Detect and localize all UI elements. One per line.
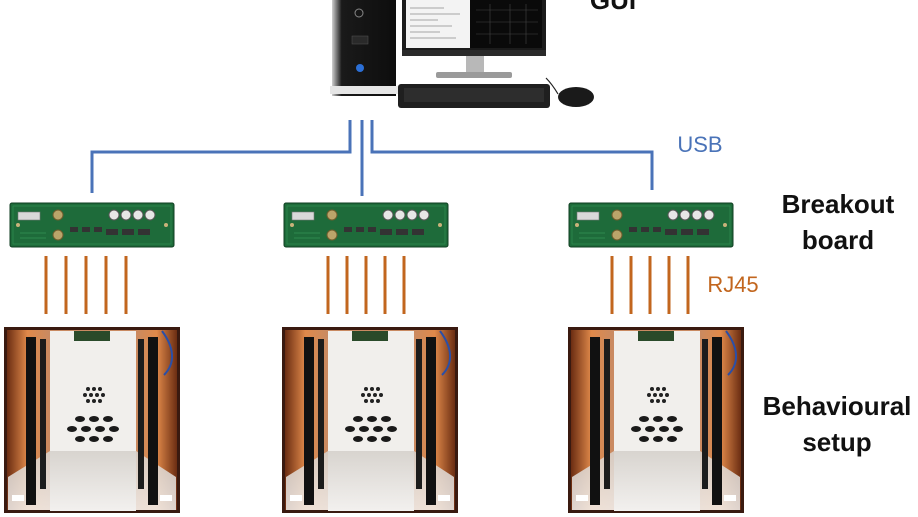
breakout-board-label-line2: board xyxy=(801,225,875,255)
behavioural-setup-label: Behavioural setup xyxy=(757,388,917,460)
rj45-label: RJ45 xyxy=(707,272,759,297)
gui-label: GUI xyxy=(589,0,637,15)
breakout-board-label: Breakout board xyxy=(760,186,916,258)
breakout-board-right xyxy=(568,202,734,248)
behavioural-setup-right xyxy=(567,326,745,514)
breakout-board-middle xyxy=(283,202,449,248)
usb-cables xyxy=(90,120,654,196)
breakout-board-label-line1: Breakout xyxy=(781,189,895,219)
computer-icon xyxy=(330,0,594,108)
breakout-board-left xyxy=(9,202,175,248)
behavioural-setup-left xyxy=(3,326,181,514)
behavioural-setup-label-line2: setup xyxy=(802,427,872,457)
usb-label: USB xyxy=(677,132,723,157)
usb-cable-right xyxy=(370,120,654,190)
usb-cable-left xyxy=(90,120,352,193)
behavioural-setup-label-line1: Behavioural xyxy=(762,391,912,421)
rj45-cables xyxy=(44,256,690,314)
behavioural-setup-middle xyxy=(281,326,459,514)
